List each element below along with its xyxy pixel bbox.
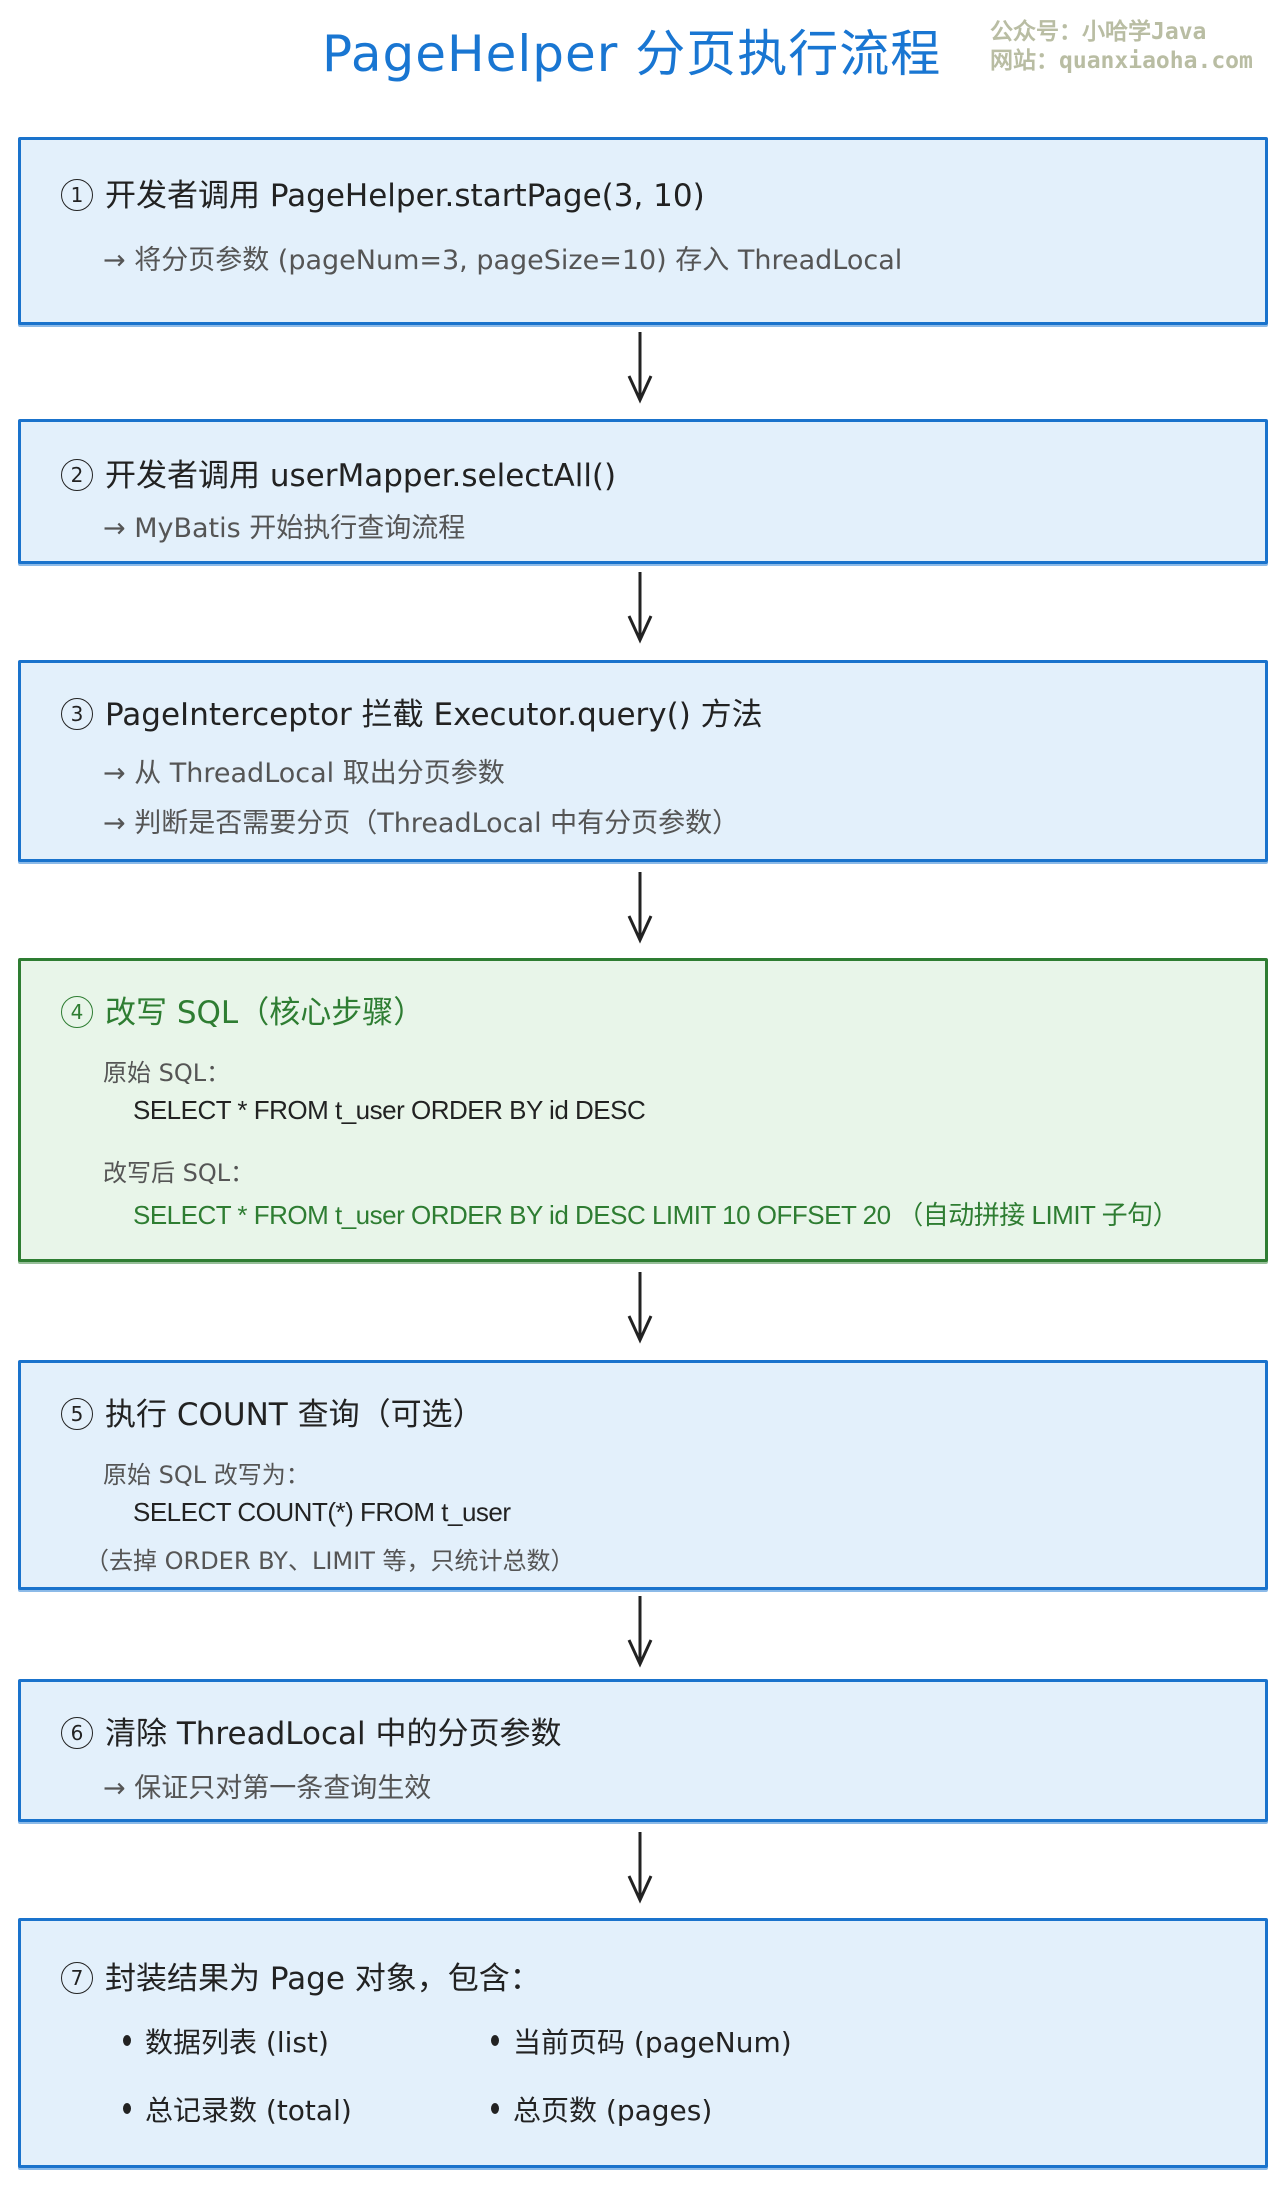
bullet-item: 总记录数 (total) — [123, 2089, 352, 2129]
arrow-down-icon — [627, 332, 653, 404]
step-box-4-core: 4 改写 SQL（核心步骤） 原始 SQL： SELECT * FROM t_us… — [18, 958, 1268, 1262]
bullet-item: 总页数 (pages) — [491, 2089, 712, 2129]
step-heading: 6 清除 ThreadLocal 中的分页参数 — [61, 1708, 561, 1753]
original-sql: SELECT * FROM t_user ORDER BY id DESC — [133, 1095, 646, 1125]
step-heading-text: 开发者调用 PageHelper.startPage(3, 10) — [105, 178, 705, 214]
step-heading-text: 开发者调用 userMapper.selectAll() — [105, 458, 617, 494]
step-detail: → MyBatis 开始执行查询流程 — [103, 513, 466, 544]
arrow-down-icon — [627, 872, 653, 944]
step-number-circle: 4 — [61, 996, 93, 1028]
arrow-down-icon — [627, 1272, 653, 1344]
count-sql: SELECT COUNT(*) FROM t_user — [133, 1497, 511, 1527]
step-detail: → 保证只对第一条查询生效 — [103, 1773, 432, 1804]
bullet-item: 数据列表 (list) — [123, 2021, 329, 2061]
bullet-dot-icon — [123, 2035, 131, 2046]
step-number-circle: 3 — [61, 698, 93, 730]
step-heading: 5 执行 COUNT 查询（可选） — [61, 1389, 484, 1434]
step-number-circle: 2 — [61, 459, 93, 491]
bullet-item: 当前页码 (pageNum) — [491, 2021, 792, 2061]
step-heading-text: 封装结果为 Page 对象，包含： — [105, 1961, 541, 1997]
bullet-text: 总记录数 (total) — [145, 2094, 352, 2127]
step-detail: → 将分页参数 (pageNum=3, pageSize=10) 存入 Thre… — [103, 245, 903, 276]
step-box-5: 5 执行 COUNT 查询（可选） 原始 SQL 改写为： SELECT COUN… — [18, 1360, 1268, 1590]
count-note: （去掉 ORDER BY、LIMIT 等，只统计总数） — [85, 1547, 575, 1575]
bullet-dot-icon — [491, 2035, 499, 2046]
arrow-down-icon — [627, 1596, 653, 1668]
step-number-circle: 7 — [61, 1962, 93, 1994]
step-box-1: 1 开发者调用 PageHelper.startPage(3, 10) → 将分页… — [18, 137, 1268, 325]
step-heading-text: 执行 COUNT 查询（可选） — [105, 1397, 484, 1433]
step-number-circle: 6 — [61, 1717, 93, 1749]
step-number-circle: 5 — [61, 1398, 93, 1430]
original-sql-label: 原始 SQL： — [103, 1059, 231, 1087]
step-box-2: 2 开发者调用 userMapper.selectAll() → MyBatis … — [18, 419, 1268, 564]
watermark-line-1: 公众号：小哈学Java — [990, 19, 1207, 45]
step-detail: → 从 ThreadLocal 取出分页参数 — [103, 758, 505, 789]
bullet-text: 总页数 (pages) — [513, 2094, 713, 2127]
rewritten-sql-label: 改写后 SQL： — [103, 1159, 255, 1187]
rewritten-sql: SELECT * FROM t_user ORDER BY id DESC LI… — [133, 1200, 1179, 1230]
watermark-line-2: 网站：quanxiaoha.com — [990, 48, 1253, 74]
step-heading: 2 开发者调用 userMapper.selectAll() — [61, 450, 616, 495]
step-box-7: 7 封装结果为 Page 对象，包含： 数据列表 (list) 当前页码 (pag… — [18, 1918, 1268, 2168]
step-heading: 4 改写 SQL（核心步骤） — [61, 987, 424, 1032]
bullet-text: 数据列表 (list) — [145, 2026, 329, 2059]
step-heading: 1 开发者调用 PageHelper.startPage(3, 10) — [61, 170, 705, 215]
step-heading: 7 封装结果为 Page 对象，包含： — [61, 1953, 541, 1998]
watermark: 公众号：小哈学Java 网站：quanxiaoha.com — [990, 18, 1253, 76]
arrow-down-icon — [627, 572, 653, 644]
bullet-dot-icon — [123, 2103, 131, 2114]
step-heading-text: 清除 ThreadLocal 中的分页参数 — [105, 1716, 562, 1752]
arrow-down-icon — [627, 1832, 653, 1904]
bullet-dot-icon — [491, 2103, 499, 2114]
step-number-circle: 1 — [61, 179, 93, 211]
step-heading-text: 改写 SQL（核心步骤） — [105, 995, 425, 1031]
count-sql-label: 原始 SQL 改写为： — [103, 1461, 310, 1489]
step-detail: → 判断是否需要分页（ThreadLocal 中有分页参数） — [103, 808, 740, 839]
step-box-6: 6 清除 ThreadLocal 中的分页参数 → 保证只对第一条查询生效 — [18, 1679, 1268, 1822]
step-heading: 3 PageInterceptor 拦截 Executor.query() 方法 — [61, 689, 763, 734]
diagram-title: PageHelper 分页执行流程 — [322, 25, 942, 83]
bullet-text: 当前页码 (pageNum) — [513, 2026, 792, 2059]
step-heading-text: PageInterceptor 拦截 Executor.query() 方法 — [105, 697, 763, 733]
